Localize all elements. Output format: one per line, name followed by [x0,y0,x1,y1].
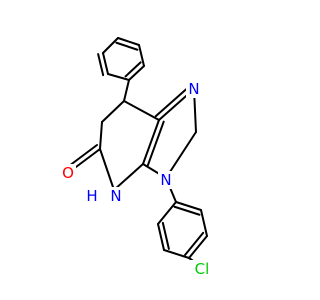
chlorophenyl-double-bond [184,231,205,256]
chlorophenyl-bond [200,209,208,237]
chlorophenyl-bond [157,223,165,251]
bond-layer [64,37,208,269]
chlorine-label-bg [190,260,214,278]
ring-bond [142,119,160,165]
aryl-nitrogen-label-bg [158,171,174,189]
chlorophenyl-double-bond [173,205,201,216]
ring-bond [113,163,144,191]
phenyl-bond [128,65,145,81]
chlorophenyl-bond [175,201,202,211]
phenyl-double-bond [115,41,139,51]
ring-bond [99,121,103,150]
ring-bond [99,148,115,191]
aryl-nitrogen-label: N [160,171,171,189]
imine-nitrogen-label: N [188,80,199,98]
phenyl-double-bond [124,61,142,78]
phenyl-bond [138,44,145,67]
ring-bond [101,100,125,123]
phenyl-link-bond [123,79,130,102]
amide-hydrogen-label: H [86,187,97,205]
atom-label-layer: N O N H N Cl [60,80,214,278]
ring-bond [123,100,160,121]
imidazole-double-bond [154,84,192,118]
chlorophenyl-double-bond [161,221,170,250]
imine-nitrogen-label-bg [186,80,202,98]
phenyl-bond [117,37,140,46]
imidazole-double-bond [146,120,165,167]
carbonyl-oxygen-label-bg [60,164,76,182]
phenyl-bond [102,37,119,54]
phenyl-bond [102,52,109,75]
imidazole-bond [165,131,197,179]
chlorophenyl-bond [188,235,208,259]
carbonyl-oxygen-label: O [62,164,74,182]
chlorophenyl-bond [157,201,177,225]
chlorine-label: Cl [195,260,210,278]
amide-nitrogen-label-bg [108,187,124,205]
amide-hydrogen-label-bg [84,187,100,205]
amide-nitrogen-label: N [110,187,121,205]
phenyl-bond [107,73,130,81]
molecule-structure: N O N H N Cl [60,37,214,278]
chlorophenyl-bond [163,249,190,259]
phenyl-double-bond [97,53,105,77]
